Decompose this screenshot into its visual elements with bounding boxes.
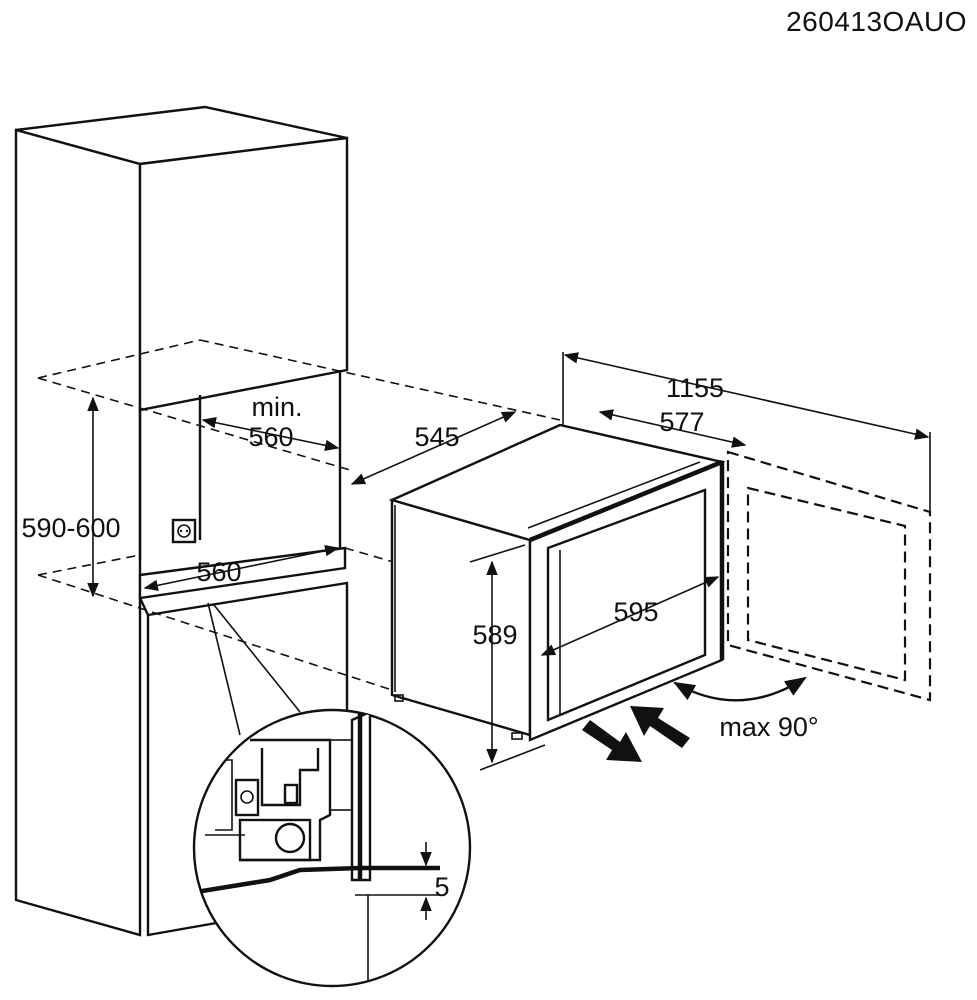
dim-gap: 5	[434, 872, 449, 902]
detail-circle	[192, 708, 472, 988]
dim-niche-width-min-value: 560	[248, 422, 293, 452]
door-outline	[726, 450, 932, 702]
dim-width-total: 1155	[666, 373, 724, 403]
arrow-out-icon	[582, 720, 642, 762]
dim-front-width: 595	[613, 597, 658, 627]
dim-niche-width-bottom: 560	[196, 557, 241, 587]
dim-door-angle: max 90°	[719, 712, 818, 742]
appliance	[388, 423, 726, 742]
dim-appliance-width: 577	[659, 407, 704, 437]
detail-leader	[207, 602, 301, 736]
power-socket-icon	[171, 518, 197, 544]
dimension-labels: 1155 577 545 min. 560 560 590-600 589 59…	[21, 373, 818, 902]
dim-appliance-depth: 545	[414, 422, 459, 452]
insertion-arrows	[582, 706, 690, 762]
dim-niche-width-min-label: min.	[251, 392, 302, 422]
arrow-in-icon	[630, 706, 690, 748]
drawing-code: 260413OAUO	[786, 6, 967, 37]
dim-appliance-height: 589	[472, 620, 517, 650]
dim-niche-height: 590-600	[21, 513, 120, 543]
dimension-lines	[87, 352, 931, 771]
